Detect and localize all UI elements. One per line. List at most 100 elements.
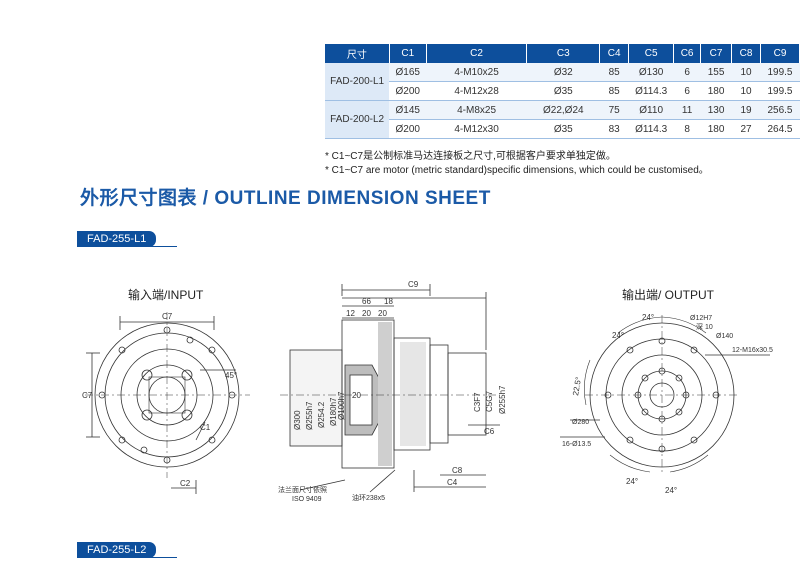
table-cell: 256.5 [760, 100, 800, 120]
col-header: C3 [526, 44, 601, 63]
input-view-drawing [85, 312, 250, 494]
tag-underline [77, 557, 177, 558]
table-cell: Ø165 [389, 63, 427, 82]
model-tag-l2: FAD-255-L2 [77, 542, 157, 558]
dim-label: 20 [352, 391, 361, 400]
table-cell: 4-M8x25 [426, 100, 527, 120]
output-view-label: 输出端/ OUTPUT [622, 288, 714, 302]
table-cell: 10 [731, 81, 761, 101]
dim-label: 22.5° [571, 376, 583, 396]
dim-label: C5G7 [485, 391, 494, 412]
table-cell: Ø114.3 [628, 119, 674, 139]
dim-label: Ø140 [716, 333, 733, 340]
table-cell: 27 [731, 119, 761, 139]
dim-label: Ø255h7 [305, 401, 314, 430]
table-cell: 199.5 [760, 81, 800, 101]
dim-label: 24° [642, 313, 654, 322]
table-cell: Ø200 [389, 119, 427, 139]
dim-label: 20 [378, 309, 387, 318]
dim-label: Ø180h7 [329, 397, 338, 426]
input-view-label: 输入端/INPUT [128, 288, 204, 302]
table-cell: 83 [599, 119, 629, 139]
spec-table: 尺寸 C1 C2 C3 C4 C5 C6 C7 C8 C9 FAD-200-L1… [325, 44, 800, 139]
table-cell: 75 [599, 100, 629, 120]
tag-underline [77, 246, 177, 247]
table-cell: Ø200 [389, 81, 427, 101]
table-cell: 180 [700, 119, 732, 139]
dim-label: C3F7 [473, 392, 482, 412]
dim-label: C6 [484, 427, 495, 436]
dim-label: Ø255h7 [498, 385, 507, 414]
table-cell: 199.5 [760, 63, 800, 82]
table-cell: Ø35 [526, 81, 600, 101]
dim-label: C7 [82, 391, 93, 400]
dim-label: C2 [180, 479, 191, 488]
dim-label: 16-Ø13.5 [562, 441, 591, 448]
table-row: Ø200 4-M12x30 Ø35 83 Ø114.3 8 180 27 264… [325, 119, 800, 139]
side-view-drawing [280, 284, 500, 493]
dim-label: C8 [452, 466, 463, 475]
table-cell: Ø22,Ø24 [526, 100, 600, 120]
table-cell: 6 [673, 63, 701, 82]
table-cell: 130 [700, 100, 732, 120]
col-header: C2 [426, 44, 528, 63]
output-view-drawing [560, 315, 770, 475]
note-cn: * C1~C7是公制标准马达连接板之尺寸,可根据客户要求单独定做。 [325, 151, 616, 162]
dim-label: 20 [362, 309, 371, 318]
dim-label: 24° [626, 477, 638, 486]
table-cell: 85 [599, 63, 629, 82]
table-row: Ø200 4-M12x28 Ø35 85 Ø114.3 6 180 10 199… [325, 81, 800, 101]
table-cell: 155 [700, 63, 732, 82]
dim-label: Ø300 [293, 410, 302, 430]
dim-label: 18 [384, 297, 393, 306]
dim-label: Ø254.2 [317, 401, 326, 428]
table-cell: Ø110 [628, 100, 674, 120]
table-cell: Ø35 [526, 119, 600, 139]
table-cell: 4-M12x28 [426, 81, 527, 101]
table-cell: 4-M10x25 [426, 63, 527, 82]
dim-label: Ø12H7 [690, 315, 712, 322]
model-tag-l1: FAD-255-L1 [77, 231, 157, 247]
dim-label: 深 10 [696, 322, 713, 331]
table-cell: 11 [673, 100, 701, 120]
table-cell: 180 [700, 81, 732, 101]
table-cell: Ø32 [526, 63, 600, 82]
table-row: FAD-200-L1 Ø165 4-M10x25 Ø32 85 Ø130 6 1… [325, 63, 800, 101]
iso-note: ISO 9409 [292, 496, 322, 503]
model-cell: FAD-200-L1 [325, 63, 390, 101]
table-cell: 6 [673, 81, 701, 101]
col-header: C8 [731, 44, 761, 63]
model-cell: FAD-200-L2 [325, 100, 390, 139]
dim-label: Ø280 [572, 419, 589, 426]
note-en: * C1~C7 are motor (metric standard)speci… [325, 165, 709, 176]
dim-label: C1 [200, 423, 211, 432]
col-header: C9 [760, 44, 800, 63]
dim-label: 45° [225, 371, 237, 380]
dim-label: C4 [447, 478, 458, 487]
col-header: C6 [673, 44, 702, 63]
table-cell: 85 [599, 81, 629, 101]
dim-label: 24° [665, 486, 677, 495]
table-header-row: 尺寸 C1 C2 C3 C4 C5 C6 C7 C8 C9 [325, 44, 800, 63]
section-title: 外形尺寸图表 / OUTLINE DIMENSION SHEET [80, 188, 491, 209]
table-row: FAD-200-L2 Ø145 4-M8x25 Ø22,Ø24 75 Ø110 … [325, 100, 800, 139]
table-cell: 8 [673, 119, 701, 139]
dim-label: C9 [408, 280, 419, 289]
flange-note: 法兰面尺寸依照 [278, 485, 327, 494]
table-cell: 19 [731, 100, 761, 120]
col-header: C1 [389, 44, 427, 63]
table-notes: * C1~C7是公制标准马达连接板之尺寸,可根据客户要求单独定做。 * C1~C… [325, 150, 709, 178]
col-header: C5 [628, 44, 675, 63]
oil-ring-note: 油环238x5 [352, 493, 385, 502]
table-cell: 4-M12x30 [426, 119, 527, 139]
table-cell: Ø114.3 [628, 81, 674, 101]
col-header: C7 [700, 44, 733, 63]
dim-label: 12 [346, 309, 355, 318]
dim-label: 66 [362, 297, 371, 306]
dim-label: C7 [162, 312, 173, 321]
col-header: 尺寸 [325, 44, 390, 63]
col-header: C4 [599, 44, 630, 63]
table-cell: 264.5 [760, 119, 800, 139]
dim-label: 12-M16x30.5 [732, 347, 773, 354]
